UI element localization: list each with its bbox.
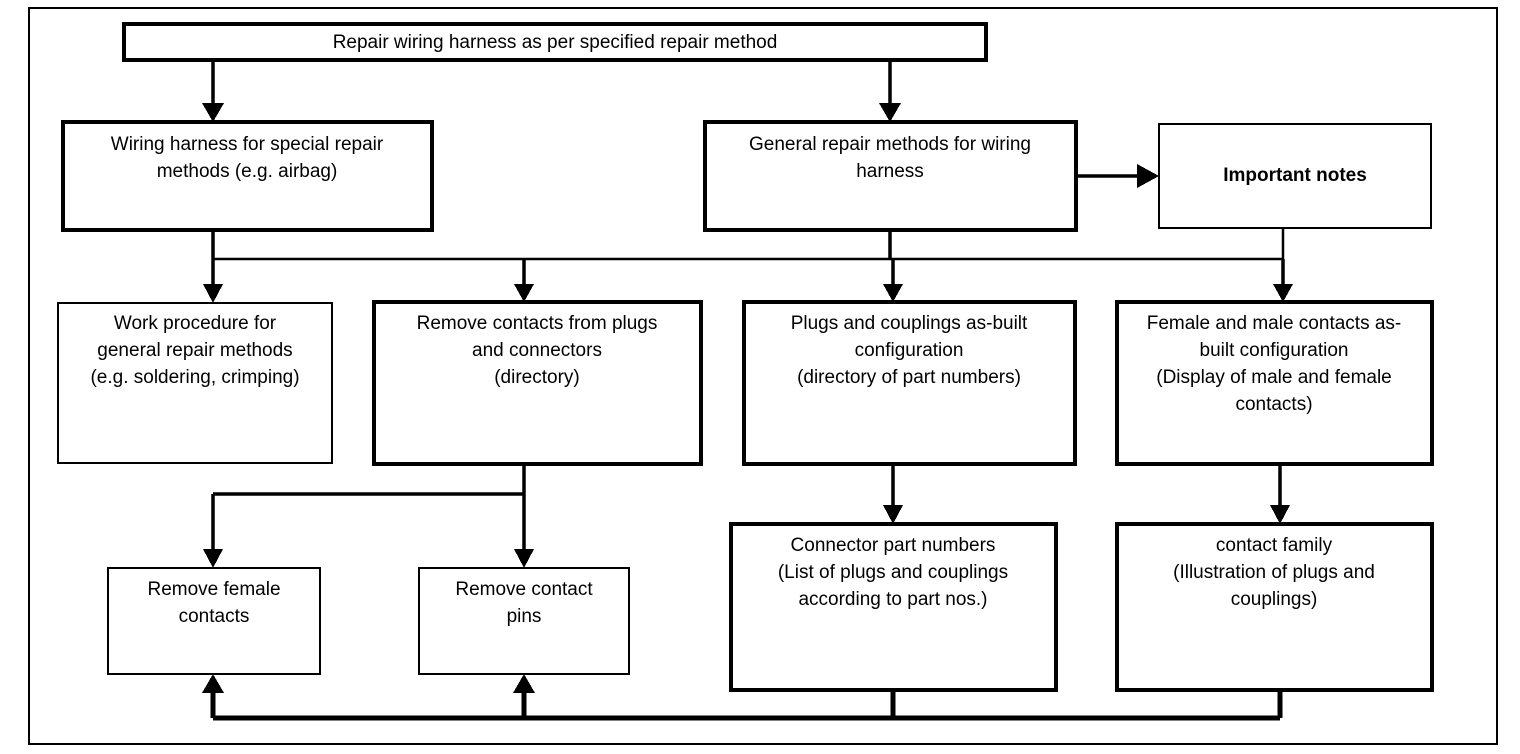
node-label-contact-family-line1: contact family bbox=[1216, 535, 1333, 556]
connector-bus-to-remove-contacts bbox=[514, 259, 534, 302]
node-label-general-line2: harness bbox=[856, 161, 924, 182]
connector-root-to-special bbox=[202, 60, 224, 122]
node-label-female-male-line1: Female and male contacts as- bbox=[1147, 313, 1402, 334]
node-label-plugs-couplings-line1: Plugs and couplings as-built bbox=[791, 313, 1028, 334]
node-layer: Repair wiring harness as per specified r… bbox=[57, 22, 1434, 692]
node-label-female-male-line4: contacts) bbox=[1235, 394, 1312, 415]
node-label-contact-family-line2: (Illustration of plugs and bbox=[1173, 562, 1375, 583]
node-label-special-line2: methods (e.g. airbag) bbox=[157, 161, 338, 182]
connector-general-to-important-notes bbox=[1076, 164, 1159, 188]
connector-bottom-feedback-bus bbox=[202, 674, 1283, 721]
connector-bus-to-work-procedure bbox=[203, 259, 223, 303]
node-wiring-harness-special-repair-methods[interactable]: Wiring harness for special repair method… bbox=[61, 120, 434, 232]
node-label-connector-part-numbers-line1: Connector part numbers bbox=[791, 535, 996, 556]
node-remove-contacts-from-plugs-and-connectors[interactable]: Remove contacts from plugs and connector… bbox=[372, 300, 703, 466]
node-label-contact-family-line3: couplings) bbox=[1231, 589, 1318, 610]
node-label-remove-female-line2: contacts bbox=[179, 606, 250, 627]
connector-layer bbox=[202, 60, 1293, 721]
node-female-and-male-contacts-as-built-configuration[interactable]: Female and male contacts as- built confi… bbox=[1115, 300, 1434, 466]
node-important-notes[interactable]: Important notes bbox=[1158, 123, 1432, 229]
node-label-connector-part-numbers-line3: according to part nos.) bbox=[798, 589, 987, 610]
node-label-repair-wiring-harness: Repair wiring harness as per specified r… bbox=[333, 32, 778, 53]
node-label-important-notes: Important notes bbox=[1223, 165, 1367, 186]
connector-plugs-to-connector-part-numbers bbox=[883, 464, 903, 524]
node-label-work-procedure-line1: Work procedure for bbox=[114, 313, 277, 334]
node-plugs-and-couplings-as-built-configuration[interactable]: Plugs and couplings as-built configurati… bbox=[742, 300, 1077, 466]
node-general-repair-methods-wiring-harness[interactable]: General repair methods for wiring harnes… bbox=[703, 120, 1078, 232]
node-label-connector-part-numbers-line2: (List of plugs and couplings bbox=[778, 562, 1008, 583]
connector-remove-contacts-split bbox=[203, 464, 534, 568]
page-frame bbox=[28, 7, 1498, 745]
connector-female-male-to-contact-family bbox=[1270, 464, 1290, 524]
node-label-special-line1: Wiring harness for special repair bbox=[111, 134, 384, 155]
node-label-female-male-line3: (Display of male and female bbox=[1156, 367, 1392, 388]
node-label-general-line1: General repair methods for wiring bbox=[749, 134, 1031, 155]
connector-bus-to-plugs-couplings bbox=[883, 259, 903, 302]
connector-bus-to-female-male bbox=[1273, 259, 1293, 302]
node-label-remove-pins-line2: pins bbox=[507, 606, 542, 627]
node-remove-female-contacts[interactable]: Remove female contacts bbox=[107, 567, 321, 675]
node-label-remove-pins-line1: Remove contact bbox=[455, 579, 593, 600]
node-label-remove-contacts-line2: and connectors bbox=[472, 340, 602, 361]
node-label-remove-contacts-line3: (directory) bbox=[494, 367, 580, 388]
node-label-remove-contacts-line1: Remove contacts from plugs bbox=[417, 313, 658, 334]
node-connector-part-numbers[interactable]: Connector part numbers (List of plugs an… bbox=[729, 522, 1058, 692]
node-label-work-procedure-line2: general repair methods bbox=[97, 340, 292, 361]
connector-root-to-general bbox=[879, 60, 901, 122]
node-work-procedure-general-repair-methods[interactable]: Work procedure for general repair method… bbox=[57, 302, 333, 464]
node-contact-family[interactable]: contact family (Illustration of plugs an… bbox=[1115, 522, 1434, 692]
node-remove-contact-pins[interactable]: Remove contact pins bbox=[418, 567, 630, 675]
node-label-remove-female-line1: Remove female bbox=[147, 579, 280, 600]
node-label-work-procedure-line3: (e.g. soldering, crimping) bbox=[90, 367, 299, 388]
node-label-plugs-couplings-line2: configuration bbox=[855, 340, 964, 361]
node-label-plugs-couplings-line3: (directory of part numbers) bbox=[797, 367, 1021, 388]
node-label-female-male-line2: built configuration bbox=[1200, 340, 1349, 361]
node-repair-wiring-harness[interactable]: Repair wiring harness as per specified r… bbox=[122, 22, 988, 62]
